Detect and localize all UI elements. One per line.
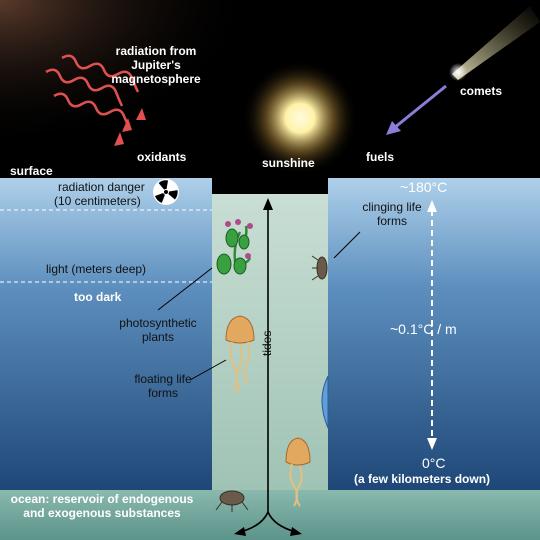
- comets-label: comets: [460, 84, 503, 98]
- comet-arrow: [386, 84, 447, 135]
- ice-shelf-left: [0, 178, 212, 490]
- radiation-arrows: [45, 54, 140, 129]
- light-label: light (meters deep): [46, 262, 147, 276]
- comet-icon: [449, 6, 540, 81]
- photosynthetic-label: photosynthetic plants: [119, 316, 197, 344]
- temp-top-label: ~180°C: [400, 179, 448, 195]
- ocean-label: ocean: reservoir of endogenous and exoge…: [10, 492, 194, 520]
- clinging-pointer: [333, 231, 361, 259]
- plant-icon: [216, 219, 253, 275]
- oxidants-label: oxidants: [137, 150, 187, 164]
- jellyfish-icon: [285, 437, 311, 507]
- bug-icon: [215, 490, 249, 512]
- wall-organism: [321, 375, 329, 429]
- sun-icon: [242, 60, 358, 176]
- surface-label: surface: [10, 164, 53, 178]
- plants-pointer: [157, 267, 213, 311]
- gradient-label: ~0.1°C / m: [390, 321, 457, 337]
- bug-icon: [311, 255, 328, 281]
- floating-label: floating life forms: [134, 372, 192, 400]
- radiation-hazard-icon: [153, 179, 179, 205]
- sunshine-label: sunshine: [262, 156, 315, 170]
- jellyfish-icon: [225, 315, 255, 393]
- floating-pointer: [189, 359, 227, 381]
- radiation-depth-label: (10 centimeters): [54, 194, 141, 208]
- too-dark-label: too dark: [74, 290, 122, 304]
- radiation-label: radiation from Jupiter's magnetosphere: [111, 44, 201, 86]
- temperature-gradient-arrow: [427, 200, 437, 450]
- fuels-label: fuels: [366, 150, 395, 164]
- radiation-danger-label: radiation danger: [58, 180, 145, 194]
- temp-bottom-label: 0°C: [422, 455, 446, 471]
- tides-label: tides: [260, 330, 274, 356]
- bottom-note-label: (a few kilometers down): [354, 472, 491, 486]
- clinging-label: clinging life forms: [362, 200, 422, 228]
